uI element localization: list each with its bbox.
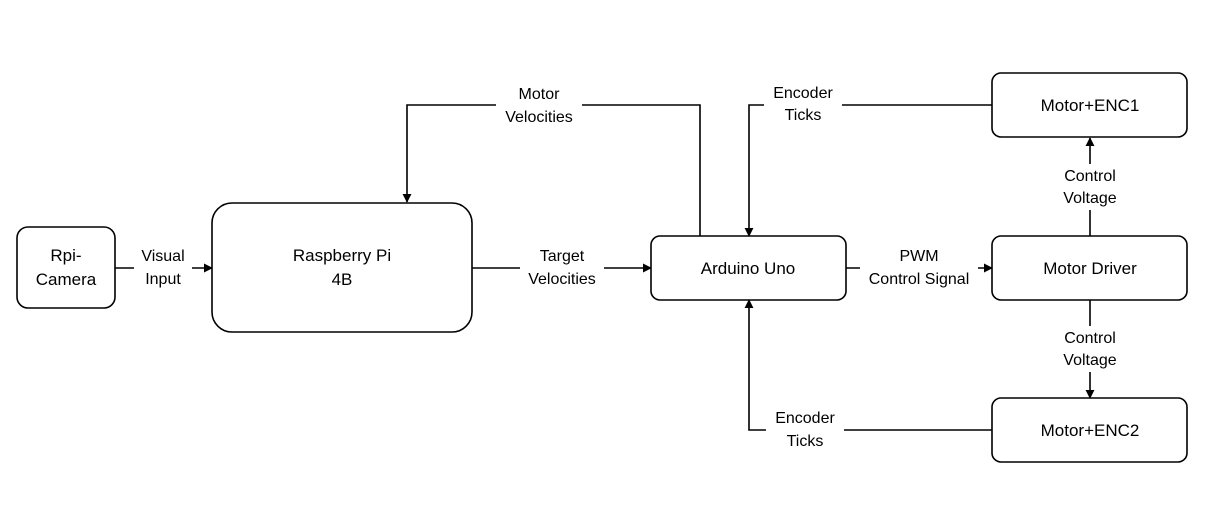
node-arduino-uno: Arduino Uno [650,235,847,301]
node-motor-enc1-label: Motor+ENC1 [1041,96,1140,115]
node-motor-driver: Motor Driver [991,235,1188,301]
edge-label-target-velocities-line2: Velocities [528,271,596,288]
node-motor-enc1: Motor+ENC1 [991,72,1188,138]
edge-control-voltage-down: Control Voltage [1054,300,1126,399]
edge-label-control-voltage-down-line2: Voltage [1063,352,1116,369]
edge-label-encoder-ticks-bottom-line2: Ticks [787,433,824,450]
edge-label-control-voltage-down-line1: Control [1064,330,1116,347]
edge-label-target-velocities-line1: Target [540,248,585,265]
node-rpi-camera-label-line2: Camera [36,270,97,289]
node-raspberry-pi: Raspberry Pi 4B [211,202,473,333]
node-arduino-uno-label: Arduino Uno [701,259,796,278]
node-motor-enc2-label: Motor+ENC2 [1041,421,1140,440]
node-raspberry-pi-label-line2: 4B [332,270,353,289]
edge-control-voltage-up: Control Voltage [1054,137,1126,236]
edge-label-control-voltage-up-line1: Control [1064,168,1116,185]
edge-pwm-control-signal: PWM Control Signal [846,244,993,290]
edge-label-motor-velocities-line1: Motor [519,86,561,103]
edge-encoder-ticks-top: Encoder Ticks [744,82,992,237]
edge-label-encoder-ticks-bottom-line1: Encoder [775,410,835,427]
edge-label-motor-velocities-line2: Velocities [505,109,573,126]
edge-target-velocities: Target Velocities [472,244,652,290]
node-rpi-camera-label-line1: Rpi- [50,246,81,265]
edge-label-control-voltage-up-line2: Voltage [1063,190,1116,207]
node-rpi-camera: Rpi- Camera [16,226,116,309]
edge-encoder-ticks-bottom: Encoder Ticks [744,299,992,453]
node-motor-driver-label: Motor Driver [1043,259,1137,278]
edge-motor-velocities: Motor Velocities [402,82,701,236]
edge-label-pwm-line2: Control Signal [869,271,970,288]
edge-label-encoder-ticks-top-line2: Ticks [785,107,822,124]
edge-label-encoder-ticks-top-line1: Encoder [773,85,833,102]
edge-label-visual-input-line2: Input [145,271,181,288]
edge-label-pwm-line1: PWM [899,248,938,265]
node-raspberry-pi-label-line1: Raspberry Pi [293,246,391,265]
edge-label-visual-input-line1: Visual [141,248,184,265]
node-motor-enc2: Motor+ENC2 [991,397,1188,463]
edge-visual-input: Visual Input [115,244,213,290]
